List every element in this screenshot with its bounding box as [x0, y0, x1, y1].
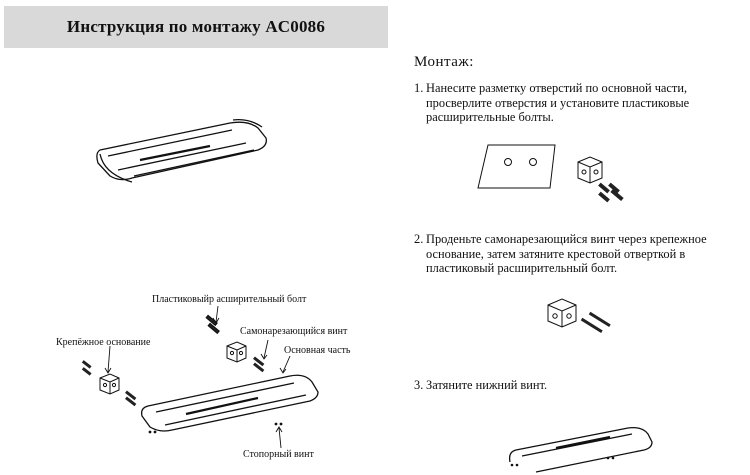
set-screw-icon	[148, 422, 283, 434]
arrow-icon	[260, 339, 291, 374]
step-number: 1.	[414, 81, 424, 95]
section-title: Монтаж:	[414, 54, 474, 70]
step-3: 3. Затяните нижний винт.	[414, 378, 744, 393]
arrow-icon	[104, 345, 112, 374]
step-text-line: Затяните нижний винт.	[426, 378, 548, 392]
screws-step2-icon	[580, 311, 611, 334]
mounting-base-step1-icon	[577, 156, 603, 184]
step-text-line: Нанесите разметку отверстий по основной …	[426, 81, 688, 95]
step-text-line: пластиковый расширительный болт.	[426, 261, 618, 275]
label-main-part: Основная часть	[284, 345, 351, 356]
mounting-base-step2-icon	[547, 298, 577, 328]
arrow-icon	[212, 305, 220, 324]
step-text-line: основание, затем затяните крестовой отве…	[426, 246, 686, 261]
mounting-base-left-icon	[99, 373, 120, 395]
arrow-icon	[275, 426, 283, 449]
mounting-base-right-icon	[226, 341, 247, 363]
plastic-bolts-step1-icon	[598, 182, 624, 203]
page-title: Инструкция по монтажу AC0086	[66, 17, 326, 36]
label-plastic-bolt: Пластиковыйр асширительный болт	[152, 294, 307, 305]
screw-pair-right-icon	[253, 356, 265, 373]
step-text-line: Проденьте самонарезающийся винт через кр…	[426, 232, 707, 246]
step-2: 2. Проденьте самонарезающийся винт через…	[414, 232, 750, 276]
step-number: 3.	[414, 378, 424, 392]
label-self-tapping-screw: Самонарезающийся винт	[240, 326, 348, 337]
plastic-bolt-icon	[205, 314, 220, 335]
shelf-main-part-icon	[140, 374, 319, 432]
wall-marking-plate-icon	[477, 144, 556, 189]
shelf-overview-icon	[96, 119, 267, 183]
step-number: 2.	[414, 232, 424, 246]
step-text-line: просверлите отверстия и установите пласт…	[426, 95, 690, 110]
step-1: 1. Нанесите разметку отверстий по основн…	[414, 81, 744, 125]
shelf-step3-icon	[508, 426, 653, 473]
label-mounting-base: Крепёжное основание	[56, 337, 151, 348]
step-text-line: расширительные болты.	[426, 110, 554, 124]
header-bar: Инструкция по монтажу AC0086	[4, 6, 388, 48]
screw-pair-left-icon	[81, 360, 137, 407]
set-screw-step3-icon	[510, 456, 615, 467]
label-set-screw: Стопорный винт	[243, 449, 314, 460]
